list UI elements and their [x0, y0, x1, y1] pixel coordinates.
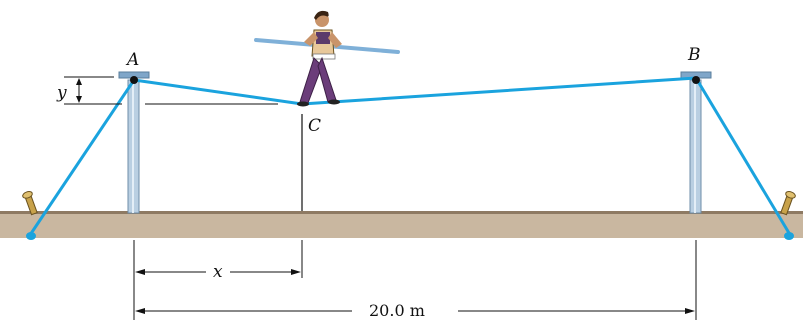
dimension-span: [135, 240, 697, 320]
label-y: y: [56, 83, 67, 103]
tightrope-walker-icon: [254, 10, 400, 107]
pin-a: [130, 76, 138, 84]
rope-right-guy: [694, 77, 794, 239]
stake-icon: [780, 191, 796, 240]
pin-b: [692, 76, 700, 84]
stake-icon: [22, 191, 38, 240]
label-c: C: [308, 116, 321, 136]
rope-main: [133, 76, 697, 106]
label-span: 20.0 m: [369, 301, 425, 320]
label-x: x: [213, 262, 223, 282]
dimension-y: [64, 76, 278, 105]
label-a: A: [125, 50, 139, 70]
ground: [0, 211, 803, 238]
label-b: B: [687, 45, 701, 65]
dimension-x: [133, 240, 303, 320]
rope-left-guy: [26, 79, 136, 239]
